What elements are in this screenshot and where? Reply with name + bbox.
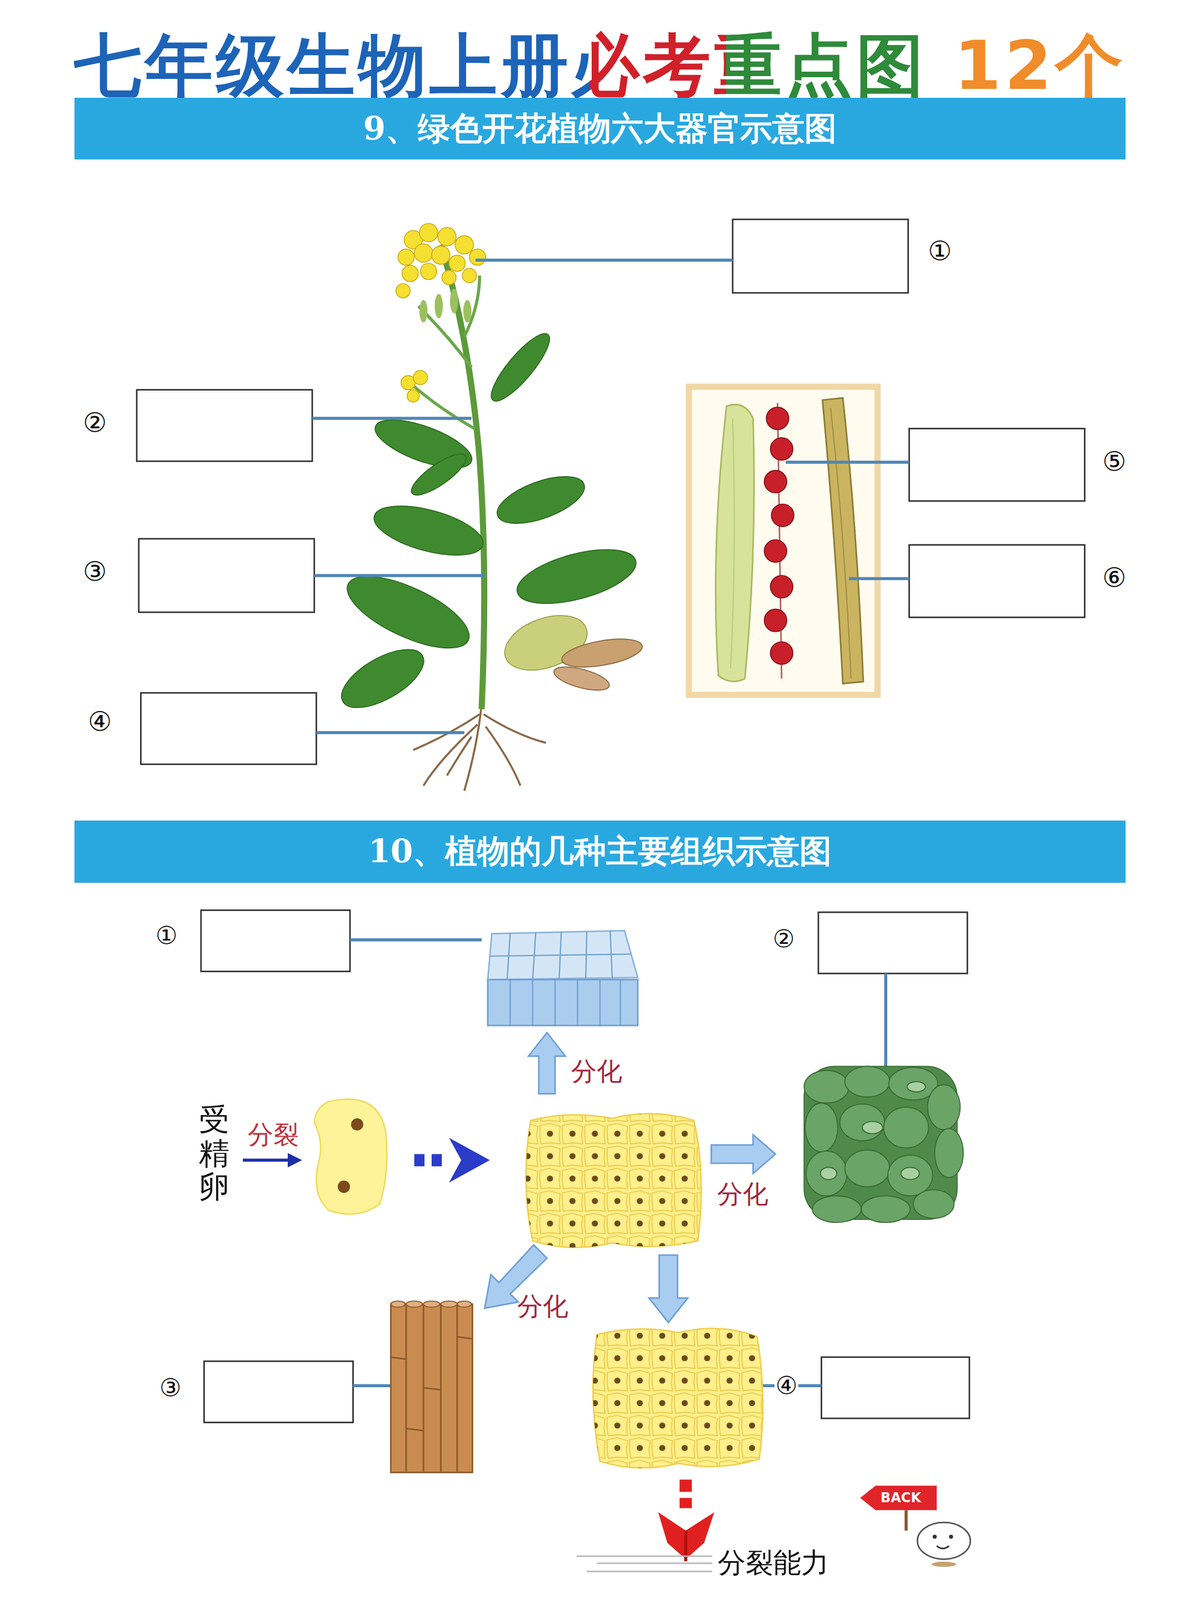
back-sign-text: BACK: [880, 1490, 922, 1505]
note-label: 分裂能力: [717, 1547, 829, 1579]
section-heading: 9、绿色开花植物六大器官示意图: [363, 107, 837, 151]
answer-boxes: [136, 219, 1085, 765]
callout-number: ②: [772, 925, 795, 953]
protective-tissue: [487, 930, 638, 1026]
fruit-seed-inset: [688, 386, 878, 695]
process-label: 分化: [717, 1180, 769, 1209]
nutrient-tissue: [803, 1066, 964, 1223]
section-band: 10、植物的几种主要组织示意图: [74, 820, 1126, 883]
section-heading: 10、植物的几种主要组织示意图: [368, 830, 833, 874]
callout-number: ④: [87, 706, 112, 737]
callout-number: ③: [82, 556, 107, 587]
callout-number: ③: [159, 1374, 182, 1402]
callout-number: ⑥: [1102, 562, 1127, 593]
callout-number: ⑤: [1102, 446, 1127, 477]
answer-boxes-2: [201, 910, 970, 1423]
zygote-label: 受精卵: [198, 1102, 230, 1204]
callout-number: ①: [927, 236, 952, 266]
leader-lines: [312, 260, 909, 733]
process-label: 分裂: [247, 1120, 299, 1149]
section-band: 9、绿色开花植物六大器官示意图: [74, 97, 1126, 160]
callout-number: ①: [155, 922, 178, 949]
process-label: 分化: [571, 1057, 623, 1086]
callout-number: ②: [82, 407, 107, 438]
plant: [332, 223, 645, 791]
conducting-tissue: [390, 1301, 473, 1473]
process-label: 分化: [517, 1292, 569, 1321]
callout-number: ④: [774, 1372, 799, 1399]
back-sign: [860, 1485, 970, 1567]
